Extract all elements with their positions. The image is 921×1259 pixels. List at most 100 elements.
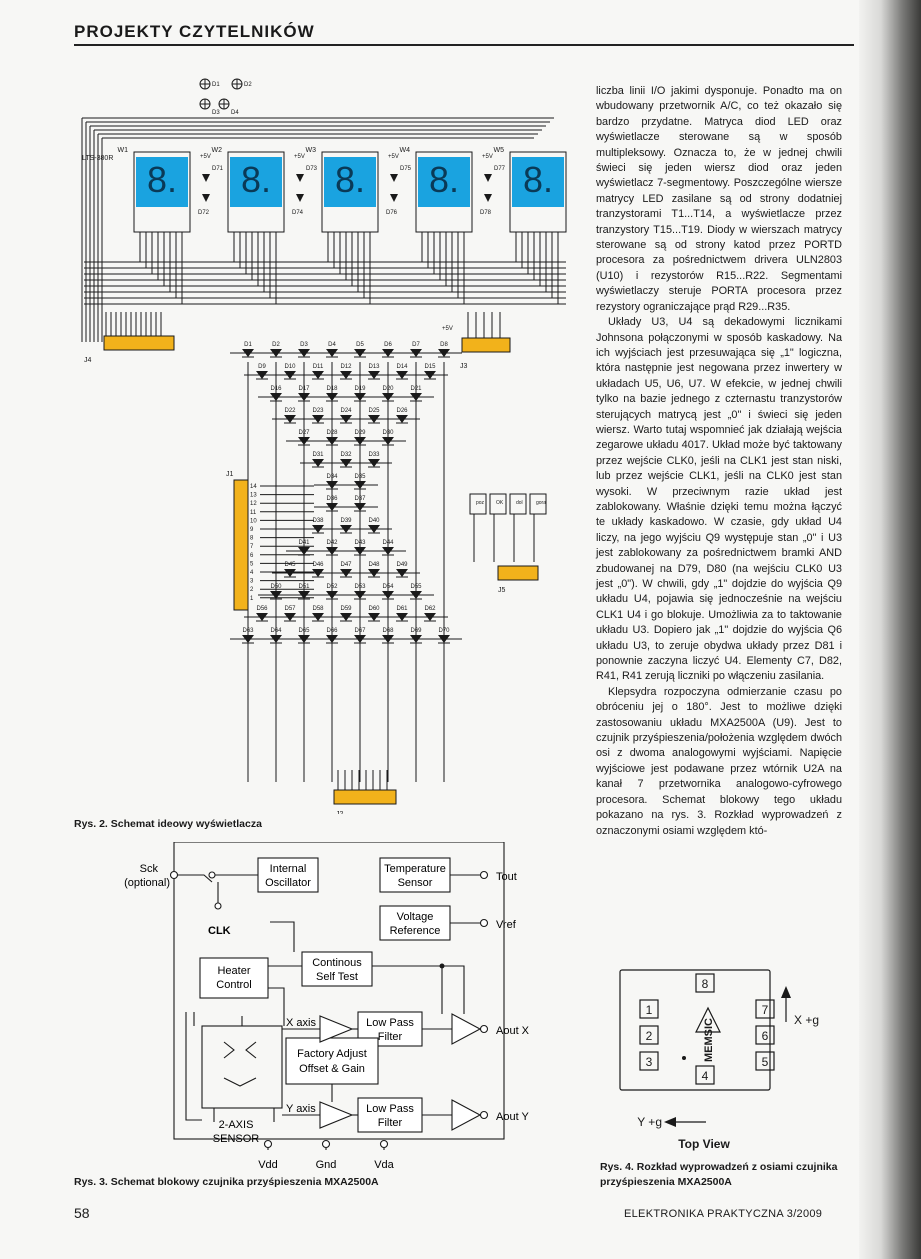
matrix-led-icon	[396, 415, 408, 423]
led-icon	[296, 194, 304, 202]
matrix-led-label: D2	[272, 342, 280, 348]
matrix-led-icon	[270, 635, 282, 643]
y-axis-label-fig4: Y +g	[637, 1115, 662, 1129]
article-paragraph: Klepsydra rozpoczyna odmierzanie czasu p…	[596, 685, 842, 837]
matrix-led-icon	[368, 459, 380, 467]
matrix-led-label: D18	[326, 386, 338, 392]
page-spine-shadow	[859, 0, 921, 1259]
matrix-led-label: D8	[440, 342, 448, 348]
matrix-led-icon	[298, 349, 310, 357]
matrix-led-label: D62	[424, 606, 436, 612]
tout-label: Tout	[496, 871, 517, 883]
display-digit-glyph: 8.	[241, 159, 271, 200]
matrix-led-icon	[410, 591, 422, 599]
matrix-led-label: D26	[396, 408, 408, 414]
matrix-led-icon	[312, 371, 324, 379]
j1-pin-label: 12	[250, 501, 257, 507]
vdd-label: Vdd	[258, 1159, 278, 1171]
led-label: D71	[212, 166, 224, 172]
clk-label: CLK	[208, 925, 231, 937]
matrix-led-label: D48	[368, 562, 380, 568]
matrix-led-icon	[326, 591, 338, 599]
led-icon	[390, 194, 398, 202]
pin-2-label: 2	[646, 1029, 653, 1043]
connector-j5	[497, 565, 539, 581]
fig4-caption: Rys. 4. Rozkład wyprowadzeń z osiami czu…	[600, 1161, 838, 1188]
matrix-led-label: D21	[410, 386, 422, 392]
matrix-led-icon	[382, 547, 394, 555]
display-outline	[227, 151, 285, 233]
matrix-led-icon	[396, 613, 408, 621]
matrix-led-label: D40	[368, 518, 380, 524]
matrix-led-label: D20	[382, 386, 394, 392]
matrix-led-icon	[368, 371, 380, 379]
j1-pin-label: 11	[250, 510, 257, 516]
pin-2	[639, 1025, 659, 1045]
switch-label: gora	[536, 500, 546, 506]
sck-label: Sck	[140, 863, 159, 875]
matrix-led-label: D33	[368, 452, 380, 458]
matrix-led-label: D63	[242, 628, 254, 634]
vref-label: Vref	[496, 919, 517, 931]
matrix-led-icon	[242, 349, 254, 357]
y-axis-label: Y axis	[286, 1103, 316, 1115]
matrix-led-label: D30	[382, 430, 394, 436]
page-header: PROJEKTY CZYTELNIKÓW	[74, 22, 315, 41]
matrix-led-label: D7	[412, 342, 420, 348]
display-outline	[509, 151, 567, 233]
x-axis-label: X axis	[286, 1017, 316, 1029]
matrix-led-label: D50	[270, 584, 282, 590]
matrix-led-icon	[242, 635, 254, 643]
matrix-led-icon	[270, 591, 282, 599]
led-icon	[202, 174, 210, 182]
sensor-line-1: 2-AXIS	[219, 1119, 254, 1131]
sensor-line-2: SENSOR	[213, 1133, 260, 1145]
matrix-led-label: D56	[256, 606, 268, 612]
pin-8-label: 8	[702, 977, 709, 991]
sensor-outline	[173, 842, 505, 1140]
matrix-led-label: D19	[354, 386, 366, 392]
matrix-led-label: D54	[382, 584, 394, 590]
j1-pin-label: 8	[250, 536, 254, 542]
matrix-led-icon	[354, 393, 366, 401]
header-rule	[74, 44, 854, 46]
j1-pin-label: 14	[250, 484, 257, 490]
pin-5-label: 5	[762, 1055, 769, 1069]
matrix-led-label: D60	[368, 606, 380, 612]
matrix-led-icon	[312, 459, 324, 467]
matrix-led-icon	[340, 371, 352, 379]
matrix-led-icon	[298, 547, 310, 555]
led-icon	[484, 194, 492, 202]
optional-label: (optional)	[124, 877, 170, 889]
matrix-led-label: D1	[244, 342, 252, 348]
seven-segment-display-1	[136, 157, 188, 207]
matrix-led-icon	[326, 393, 338, 401]
factory-line-2: Offset & Gain	[299, 1063, 365, 1075]
magazine-footer: ELEKTRONIKA PRAKTYCZNA 3/2009	[624, 1208, 823, 1220]
j1-pin-label: 2	[250, 587, 254, 593]
switch-label: poz	[476, 500, 485, 506]
display-outline	[133, 151, 191, 233]
vref-line-2: Reference	[390, 925, 441, 937]
display-digit-glyph: 8.	[335, 159, 365, 200]
heater-line-2: Control	[216, 979, 251, 991]
matrix-led-label: D46	[312, 562, 324, 568]
matrix-led-label: D12	[340, 364, 352, 370]
connector-j1	[233, 479, 249, 611]
connector-j2	[333, 789, 397, 805]
display-label: W2	[212, 147, 223, 154]
matrix-led-label: D36	[326, 496, 338, 502]
matrix-led-icon	[396, 569, 408, 577]
display-outline	[415, 151, 473, 233]
matrix-led-label: D44	[382, 540, 394, 546]
connector-j3	[461, 337, 511, 353]
matrix-led-icon	[368, 569, 380, 577]
led-label: D75	[400, 166, 412, 172]
matrix-led-icon	[354, 481, 366, 489]
matrix-led-label: D6	[384, 342, 392, 348]
matrix-led-icon	[298, 393, 310, 401]
sensor-element	[201, 1025, 283, 1109]
j1-pin-label: 9	[250, 527, 254, 533]
matrix-led-label: D17	[298, 386, 310, 392]
